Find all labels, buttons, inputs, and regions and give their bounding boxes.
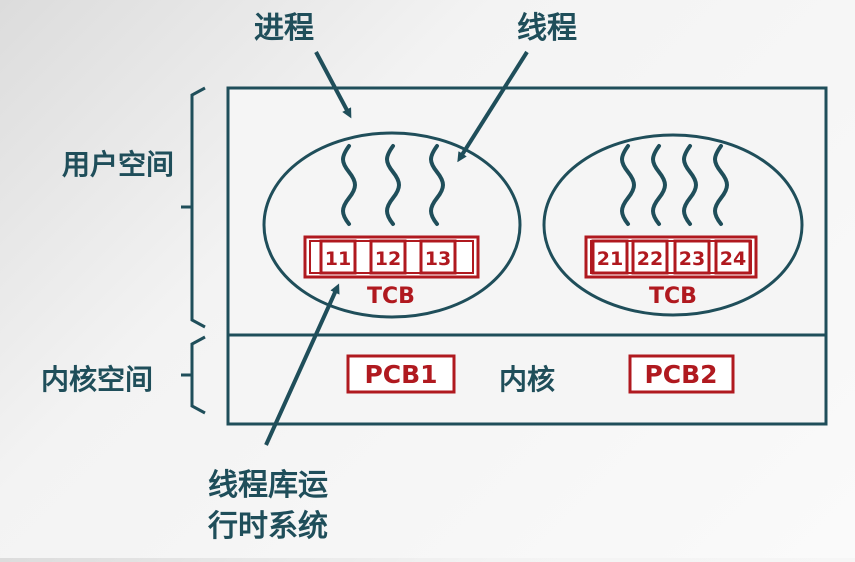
process1-ellipse (262, 131, 522, 319)
process2-ellipse (542, 133, 804, 317)
thread-arrow (457, 50, 529, 163)
tcb-id-11: 11 (325, 248, 351, 270)
pcb2-label: PCB2 (644, 360, 717, 389)
tcb-cell-24 (714, 239, 752, 275)
tcb-cell-21 (591, 239, 629, 275)
tcb-id-13: 13 (425, 248, 451, 270)
kernel-space-bracket (190, 335, 206, 415)
user-space-bracket (190, 86, 206, 329)
tcb-id-12: 12 (375, 248, 401, 270)
tcb-cell-11 (319, 239, 357, 275)
user-space-label: 用户空间 (62, 148, 174, 181)
tcb-id-23: 23 (679, 248, 705, 270)
tcb-id-24: 24 (720, 248, 746, 270)
tcb-cell-13 (419, 239, 457, 275)
process2-tcb-label: TCB (649, 284, 697, 309)
pcb1-box (346, 354, 456, 394)
runtime-label-line1: 线程库运 (208, 468, 328, 503)
process1-tcb-strip: 11 12 13 (303, 235, 480, 279)
tcb-cell-23 (673, 239, 711, 275)
process1-tcb-label: TCB (367, 284, 415, 309)
runtime-arrow (264, 283, 340, 446)
tcb-cell-22 (631, 239, 669, 275)
process2-thread-squiggles (620, 144, 729, 226)
pcb1-label: PCB1 (364, 360, 437, 389)
tcb-id-22: 22 (637, 248, 663, 270)
thread-label: 线程 (517, 11, 577, 46)
kernel-label: 内核 (499, 363, 555, 396)
runtime-label-line2: 行时系统 (207, 509, 328, 544)
kernel-space-label: 内核空间 (41, 363, 153, 396)
pcb2-box (628, 354, 735, 394)
tcb-cell-12 (369, 239, 407, 275)
process-label: 进程 (254, 11, 314, 46)
process-arrow (314, 51, 352, 119)
tcb-id-21: 21 (597, 248, 623, 270)
process2-tcb-strip: 21 22 23 24 (584, 235, 758, 279)
process1-thread-squiggles (341, 144, 445, 226)
